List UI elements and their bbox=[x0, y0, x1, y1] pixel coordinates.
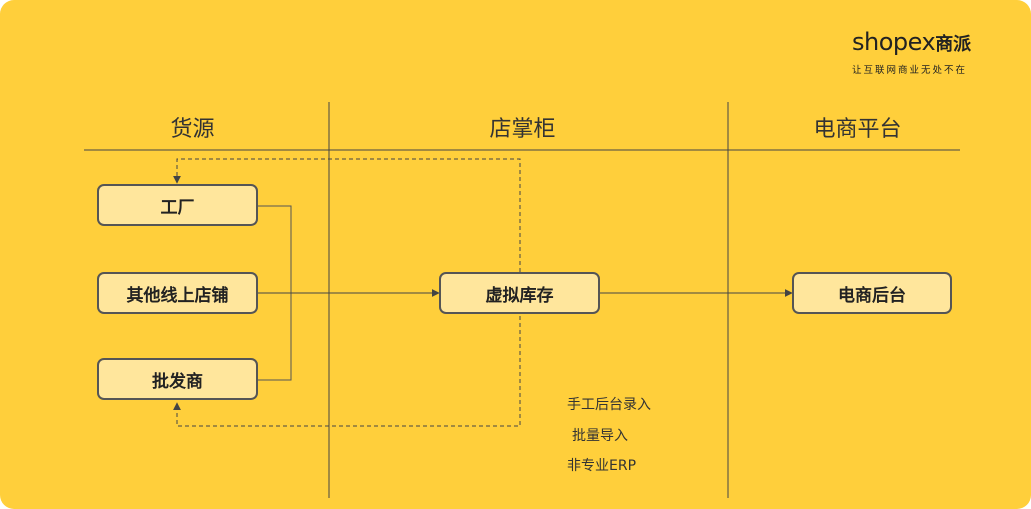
node-virtual-inventory: 虚拟库存 bbox=[439, 272, 600, 314]
note-non-professional-erp: 非专业ERP bbox=[567, 458, 637, 474]
column-header-ecommerce-platform: 电商平台 bbox=[813, 117, 902, 142]
logo-tagline: 让互联网商业无处不在 bbox=[852, 65, 968, 76]
logo-brand-en: shopex bbox=[852, 28, 936, 56]
node-factory: 工厂 bbox=[97, 184, 258, 226]
note-batch-import: 批量导入 bbox=[572, 428, 628, 444]
logo-brand-cn: 商派 bbox=[935, 34, 972, 55]
brand-logo: shopex商派 让互联网商业无处不在 bbox=[852, 28, 1002, 76]
note-manual-entry: 手工后台录入 bbox=[567, 397, 651, 413]
node-ecommerce-backend: 电商后台 bbox=[792, 272, 952, 314]
dashed-loop-to-wholesaler bbox=[173, 316, 521, 427]
dashed-loop-to-factory bbox=[173, 158, 521, 272]
node-wholesaler: 批发商 bbox=[97, 358, 258, 400]
node-other-online-store: 其他线上店铺 bbox=[97, 272, 258, 314]
column-header-sources: 货源 bbox=[170, 117, 215, 142]
logo-wordmark: shopex商派 bbox=[852, 28, 1002, 59]
column-header-store-manager: 店掌柜 bbox=[489, 117, 556, 142]
